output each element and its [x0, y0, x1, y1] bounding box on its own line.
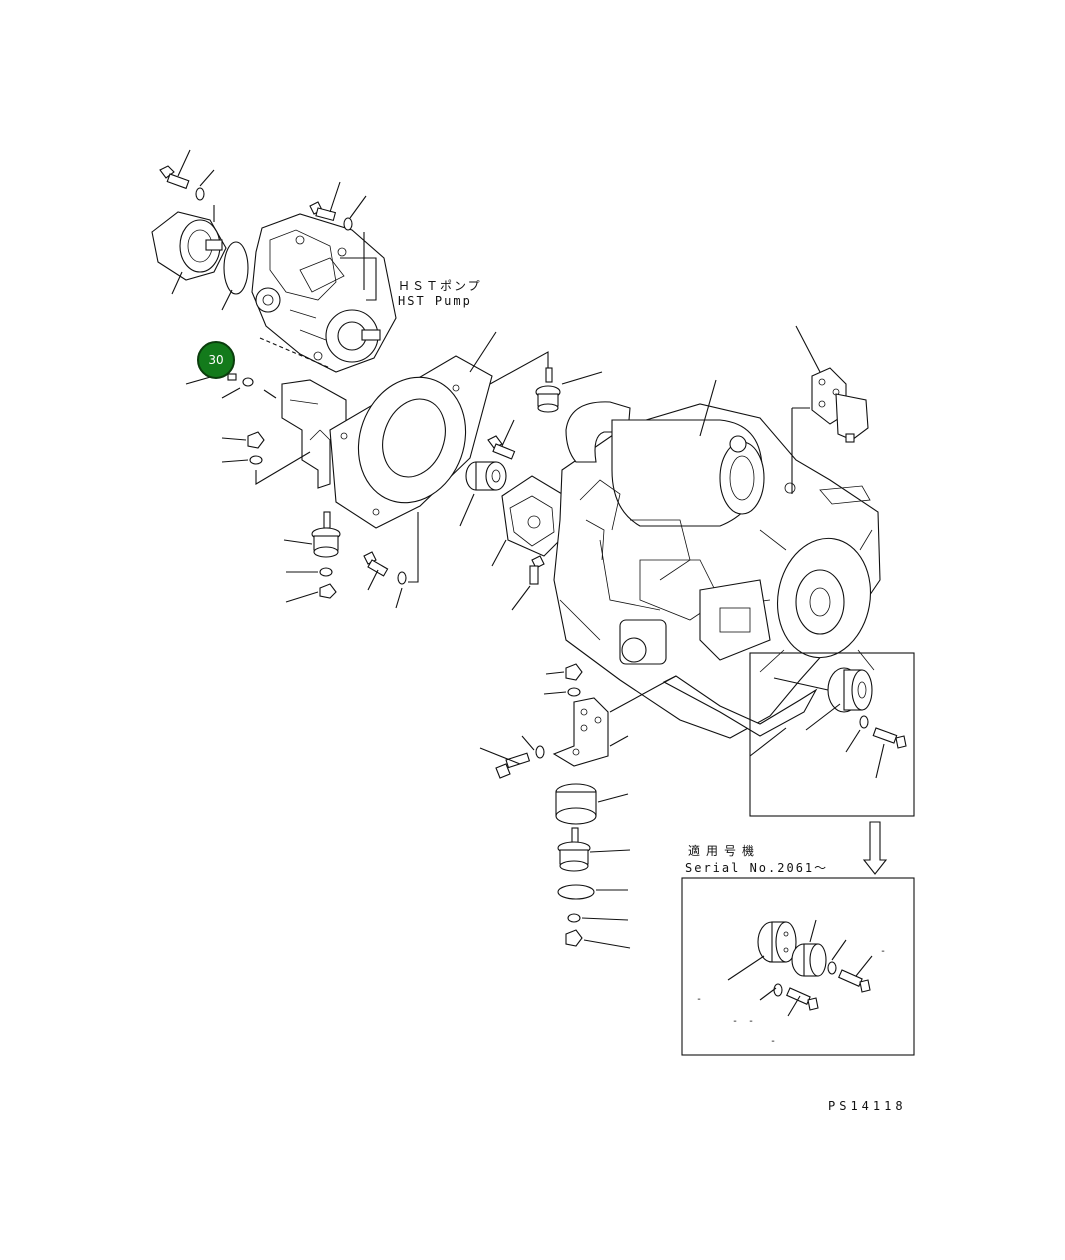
inset-mark: ‐	[880, 946, 889, 957]
washer-icon	[343, 217, 353, 231]
bolt-icon	[309, 201, 337, 222]
adapter-plate-icon	[757, 921, 797, 963]
bolt-icon	[872, 727, 907, 749]
spacer-icon	[465, 461, 507, 491]
pulley-icon	[791, 943, 827, 977]
bolt-icon	[227, 373, 237, 381]
inset-mark: ‐	[770, 1036, 779, 1047]
detail-frame	[749, 652, 915, 817]
bolt-icon	[529, 555, 545, 585]
drawing-code: PS14118	[828, 1099, 907, 1113]
bolt-icon	[159, 165, 190, 190]
hst-pump-label-jp: ＨＳＴポンプ	[398, 279, 482, 293]
washer-icon	[397, 571, 407, 585]
bolt-icon	[487, 435, 516, 460]
washer-icon	[567, 687, 581, 697]
nut-icon	[565, 929, 583, 947]
rubber-cushion-icon	[555, 783, 597, 825]
hst-pump-label-en: HST Pump	[398, 294, 472, 308]
nut-icon	[247, 431, 265, 449]
callout-number-badge[interactable]: 30	[197, 341, 235, 379]
washer-icon	[567, 913, 581, 923]
bolt-icon	[838, 969, 871, 993]
bolt-icon	[786, 987, 819, 1011]
coupling-icon	[501, 475, 571, 557]
washer-icon	[773, 983, 783, 997]
hydraulic-motor-icon	[151, 211, 227, 281]
serial-number-label: Serial No.2061～	[685, 861, 829, 875]
washer-icon	[195, 187, 205, 201]
serial-detail-frame	[681, 877, 915, 1056]
engine-icon	[553, 401, 881, 739]
bolt-icon	[495, 752, 531, 779]
rubber-mount-icon	[535, 367, 561, 413]
o-ring-icon	[223, 241, 249, 295]
pulley-icon	[827, 667, 873, 713]
fuel-filter-icon	[811, 367, 869, 443]
mounting-bracket-icon	[281, 379, 347, 489]
nut-icon	[565, 663, 583, 681]
washer-icon	[319, 567, 333, 577]
hst-pump-icon	[251, 213, 397, 373]
serial-heading: 適用号機	[688, 844, 761, 858]
washer-icon	[859, 715, 869, 729]
washer-icon	[557, 884, 595, 900]
arrow-down-icon	[862, 821, 888, 875]
flywheel-housing-icon	[329, 355, 493, 529]
nut-icon	[319, 583, 337, 599]
bolt-icon	[363, 551, 389, 577]
washer-icon	[827, 961, 837, 975]
rubber-mount-icon	[311, 511, 341, 558]
inset-mark: ‐	[696, 994, 705, 1005]
washer-icon	[535, 745, 545, 759]
rubber-mount-icon	[557, 827, 591, 872]
engine-bracket-icon	[552, 697, 609, 767]
washer-icon	[249, 455, 263, 465]
inset-mark: ‐ ‐	[732, 1016, 757, 1027]
washer-icon	[242, 377, 254, 387]
